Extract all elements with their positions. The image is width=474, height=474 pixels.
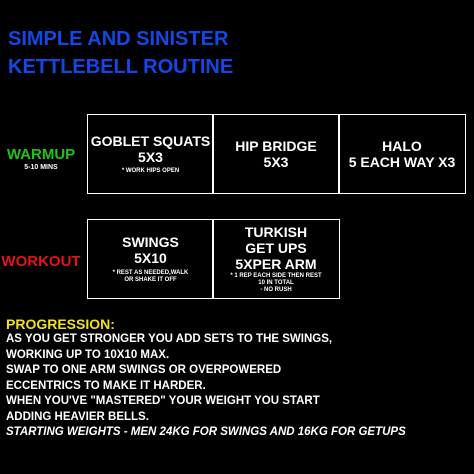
progression-line: AS YOU GET STRONGER YOU ADD SETS TO THE … [6, 333, 333, 345]
exercise-note: 10 IN TOTAL [258, 280, 294, 286]
progression-line: ADDING HEAVIER BELLS. [6, 410, 149, 423]
workout-label: WORKOUT [1, 253, 81, 270]
exercise-box-swings: SWINGS 5X10 * REST AS NEEDED,WALK OR SHA… [87, 219, 214, 299]
exercise-box-turkish-get-ups: TURKISH GET UPS 5XPER ARM * 1 REP EACH S… [212, 219, 340, 299]
progression-line: SWAP TO ONE ARM SWINGS OR OVERPOWERED [6, 364, 282, 376]
progression-line: WHEN YOU'VE "MASTERED" YOUR WEIGHT YOU S… [6, 395, 320, 407]
exercise-box-hip-bridge: HIP BRIDGE 5X3 [212, 114, 340, 194]
progression-line: ECCENTRICS TO MAKE IT HARDER. [6, 379, 206, 392]
exercise-note: * WORK HIPS OPEN [121, 168, 180, 174]
exercise-name: HALO [382, 137, 422, 154]
exercise-reps: 5 EACH WAY X3 [348, 153, 456, 170]
warmup-title: WARMUP [6, 146, 76, 163]
exercise-reps: 5X3 [263, 153, 289, 170]
exercise-name: GOBLET SQUATS [90, 133, 211, 149]
exercise-note: - NO RUSH [260, 287, 292, 293]
exercise-name: HIP BRIDGE [235, 137, 317, 154]
exercise-name: TURKISH [244, 224, 308, 240]
warmup-duration: 5-10 MINS [24, 164, 58, 171]
exercise-note: * 1 REP EACH SIDE THEN REST [230, 273, 322, 279]
exercise-note: OR SHAKE IT OFF [124, 277, 177, 283]
exercise-box-goblet-squats: GOBLET SQUATS 5X3 * WORK HIPS OPEN [87, 114, 214, 194]
progression-section: PROGRESSION: AS YOU GET STRONGER YOU ADD… [6, 316, 472, 441]
exercise-reps: 5X3 [138, 149, 163, 165]
title-line-2: KETTLEBELL ROUTINE [8, 56, 234, 78]
title-line-1: SIMPLE AND SINISTER [8, 28, 229, 50]
progression-line: WORKING UP TO 10X10 MAX. [6, 348, 170, 361]
progression-heading: PROGRESSION: [6, 316, 115, 332]
exercise-name: GET UPS [245, 240, 307, 256]
exercise-name: SWINGS [122, 234, 179, 250]
starting-weights: STARTING WEIGHTS - MEN 24KG FOR SWINGS A… [6, 426, 406, 438]
exercise-note: * REST AS NEEDED,WALK [112, 270, 189, 276]
exercise-reps: 5X10 [134, 250, 167, 266]
warmup-label: WARMUP 5-10 MINS [0, 146, 82, 171]
exercise-reps: 5XPER ARM [235, 256, 317, 272]
exercise-box-halo: HALO 5 EACH WAY X3 [338, 114, 466, 194]
